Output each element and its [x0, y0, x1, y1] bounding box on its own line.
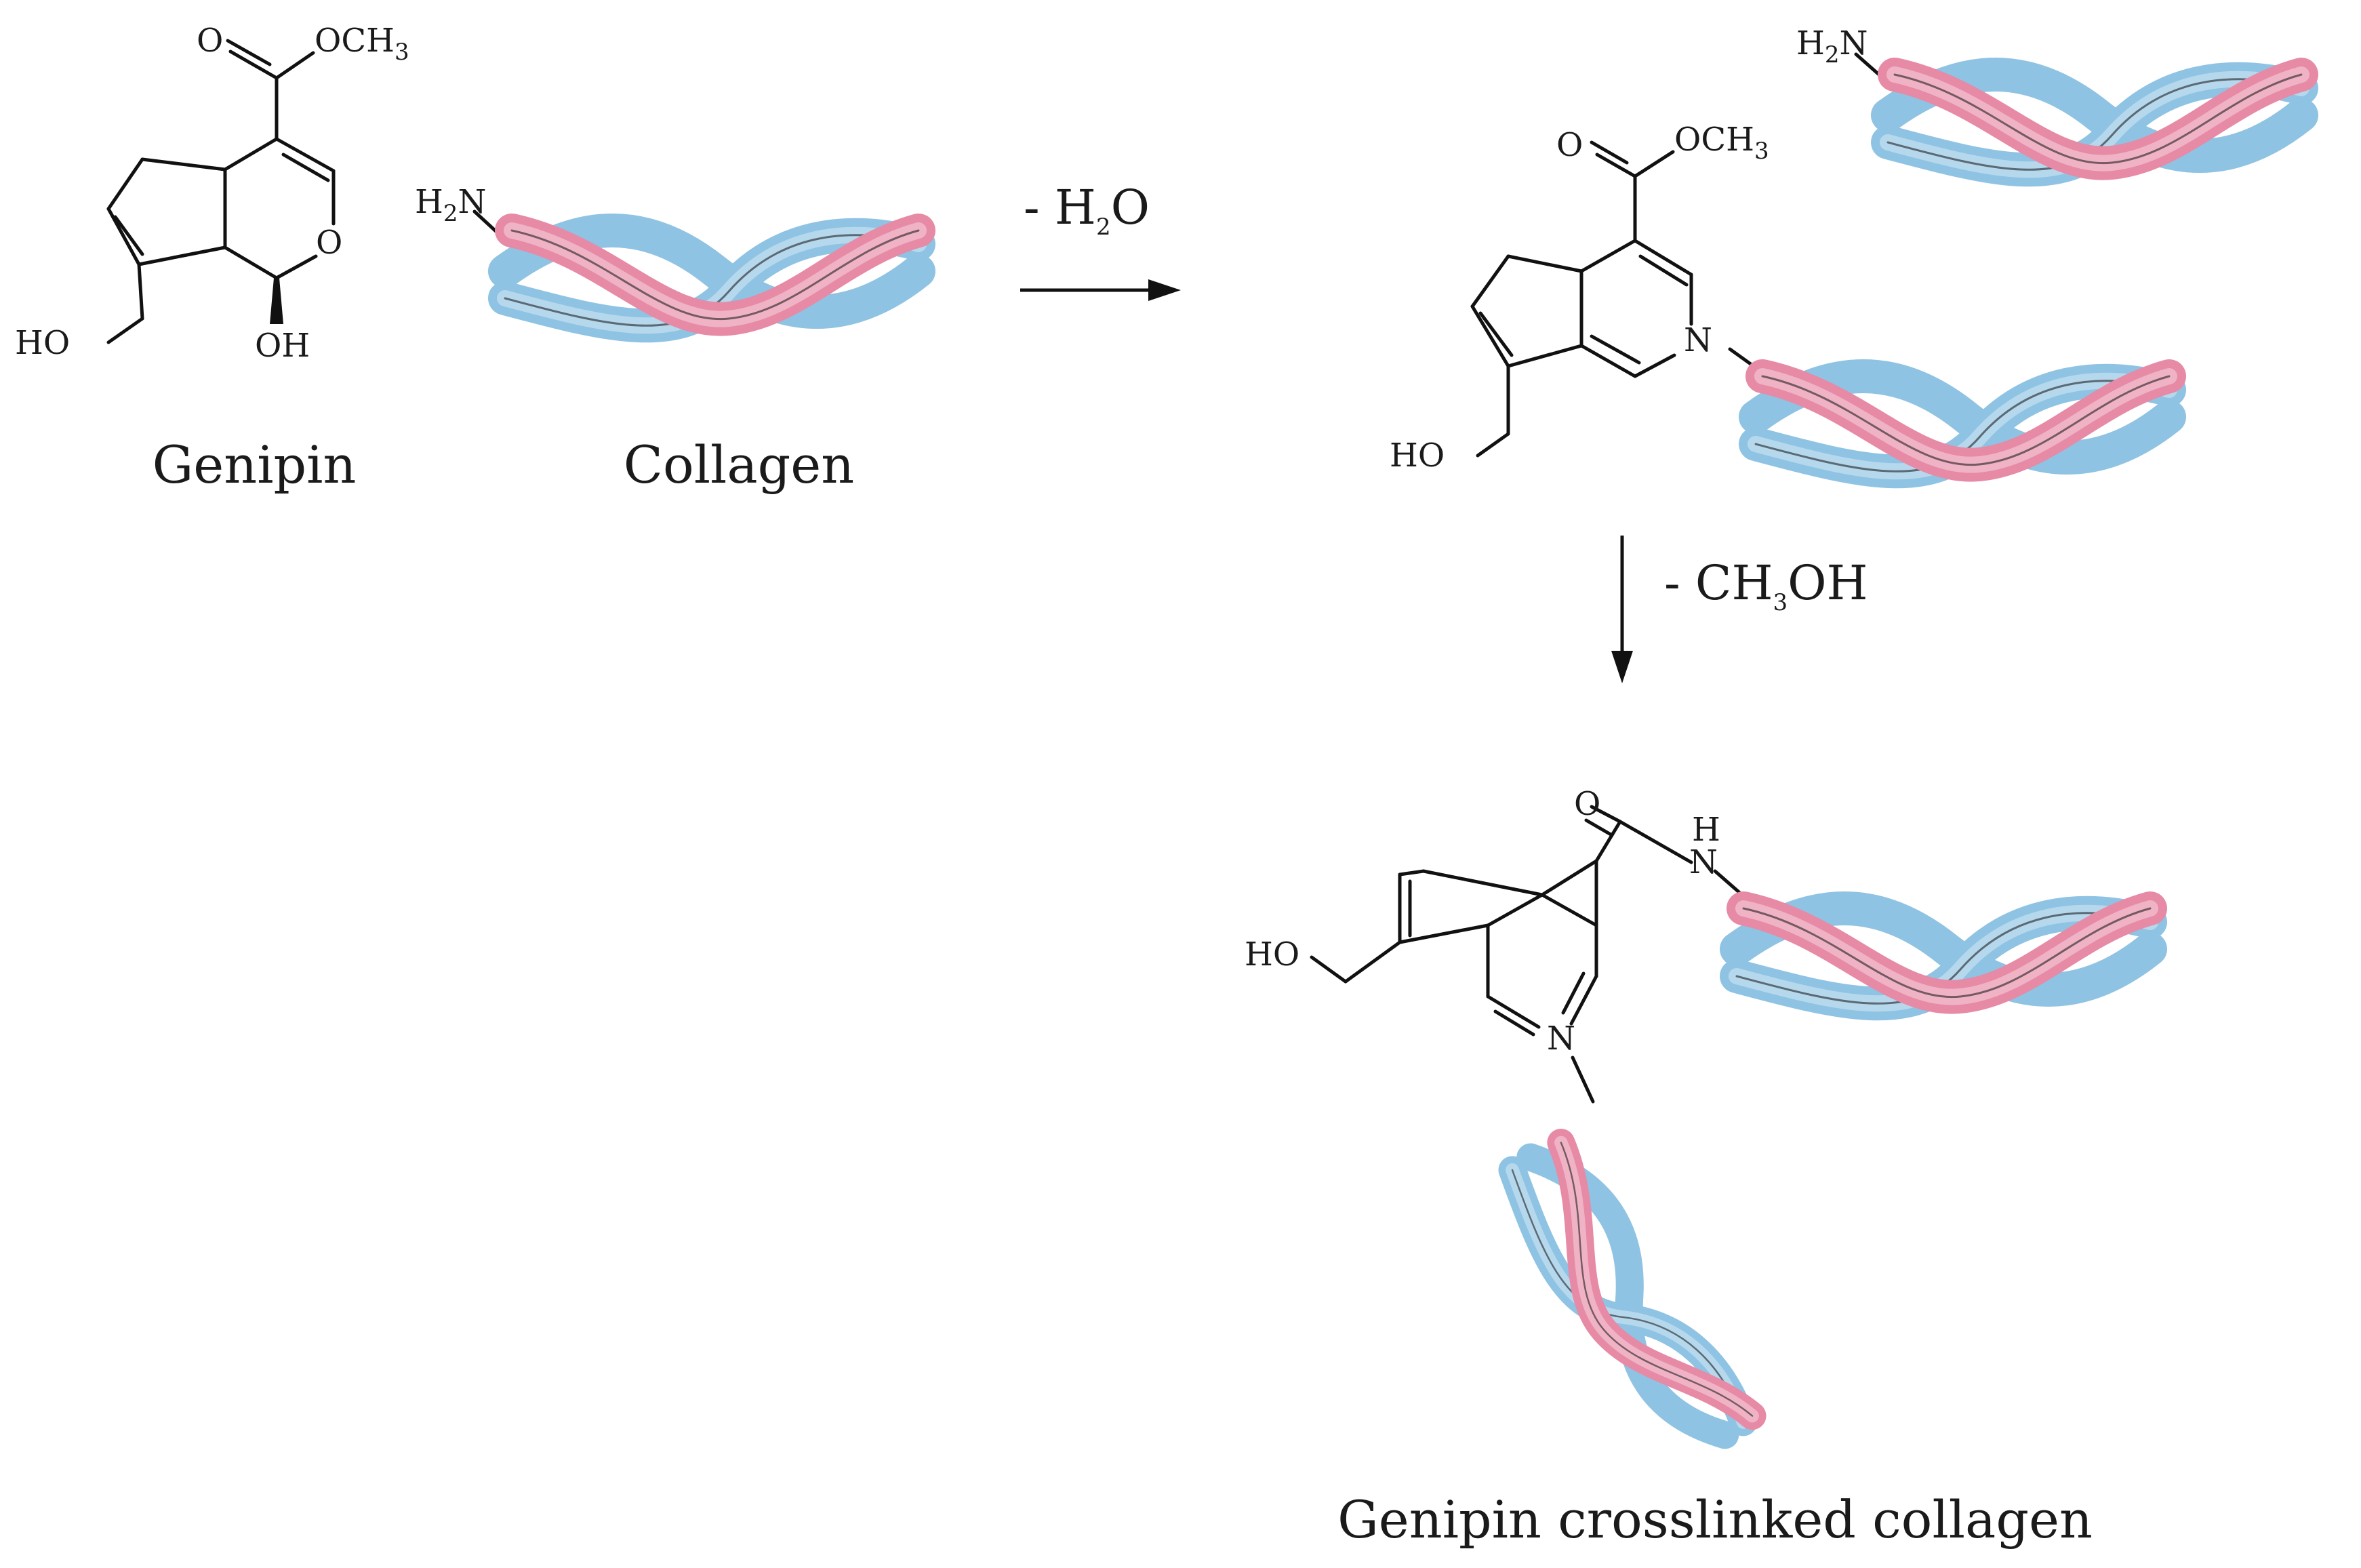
amine-label: H2N	[415, 183, 487, 227]
hydroxymethyl-label-2: HO	[1390, 437, 1445, 475]
pyridine-n-label: N	[1684, 321, 1712, 359]
amine-label-2: H2N	[1796, 24, 1868, 68]
collagen-helix-1	[505, 226, 919, 326]
genipin-caption: Genipin	[153, 435, 357, 495]
carbonyl-o-label: O	[197, 22, 223, 60]
free-collagen: H2N	[1796, 24, 2301, 169]
collagen-helix-4	[1737, 904, 2150, 1004]
hydroxyl-label: OH	[255, 327, 310, 365]
amide-o-label: O	[1574, 785, 1600, 823]
step1-arrow	[1020, 279, 1181, 301]
hydroxymethyl-label-3: HO	[1245, 936, 1299, 973]
collagen-helix-3	[1888, 71, 2301, 170]
collagen-helix-2	[1756, 372, 2169, 472]
intermediate-structure: O OCH3 N HO	[1390, 121, 2169, 475]
genipin-structure: O OCH3 O OH HO	[15, 22, 409, 365]
amide-n-label: N	[1689, 843, 1718, 881]
collagen-caption: Collagen	[624, 435, 854, 495]
step2-condition: - CH3OH	[1664, 555, 1868, 616]
ring-o-label: O	[316, 224, 342, 262]
carbonyl-o-label-2: O	[1556, 126, 1583, 164]
hydroxymethyl-label: HO	[15, 324, 70, 362]
product-structure: O N H N HO	[1245, 785, 2150, 1461]
ester-och3-label: OCH3	[315, 22, 409, 66]
step1-condition: - H2O	[1024, 180, 1150, 241]
pyridine-n-label-2: N	[1547, 1020, 1575, 1058]
step2-arrow	[1611, 536, 1633, 683]
ester-och3-label-2: OCH3	[1674, 121, 1769, 165]
collagen-helix-5	[1494, 1136, 1755, 1461]
collagen-reactant: H2N	[415, 183, 919, 325]
amide-h-label: H	[1692, 811, 1720, 849]
product-caption: Genipin crosslinked collagen	[1337, 1489, 2093, 1550]
